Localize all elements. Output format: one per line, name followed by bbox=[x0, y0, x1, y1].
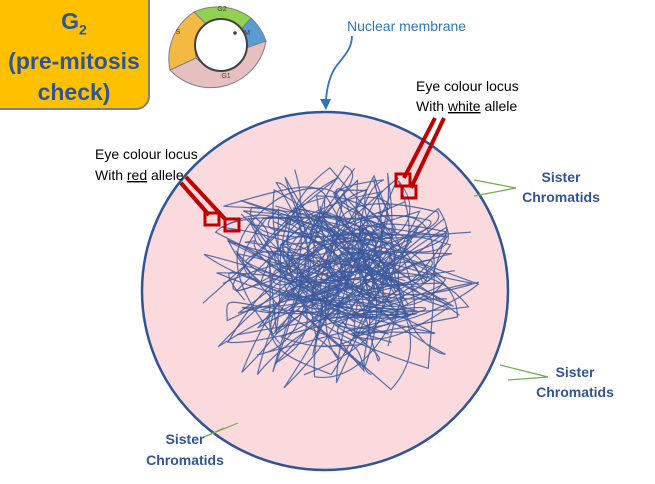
stage-title: G2 bbox=[61, 8, 87, 38]
chromatin-strand bbox=[214, 165, 421, 368]
white-locus-pointer-a bbox=[402, 117, 437, 179]
cycle-label-m: M bbox=[244, 30, 250, 37]
chromatin-strand bbox=[227, 179, 447, 362]
chromatin-strand bbox=[216, 215, 452, 344]
sister-chromatids-top-right: Sister Chromatids bbox=[473, 169, 600, 205]
sister-label-top-right-line1: Sister bbox=[542, 169, 581, 185]
stage-badge: G2 (pre-mitosis check) bbox=[0, 0, 150, 110]
chromatin-strand bbox=[270, 177, 448, 376]
sister-label-right-line1: Sister bbox=[556, 364, 595, 380]
cycle-label-g1: G1 bbox=[221, 73, 230, 80]
white-locus-box-b bbox=[400, 184, 418, 200]
cycle-position-dot bbox=[233, 31, 237, 35]
sister-pointer-right-a bbox=[499, 364, 549, 378]
sister-label-right-line2: Chromatids bbox=[536, 384, 614, 400]
white-locus-label-line1: Eye colour locus bbox=[416, 78, 519, 94]
cell-cycle-wheel: G2 M G1 S bbox=[168, 6, 267, 89]
red-allele-word: red bbox=[127, 167, 147, 183]
stage-subtitle-line1: (pre-mitosis bbox=[8, 47, 140, 74]
sister-label-bottom-left-line2: Chromatids bbox=[146, 452, 224, 468]
nuclear-membrane-arrowhead bbox=[320, 99, 331, 110]
sister-pointer-bottom-left-b bbox=[203, 422, 239, 438]
stage-subtitle-line2: check) bbox=[37, 78, 111, 105]
chromatin-strand bbox=[235, 181, 449, 373]
sister-chromatids-bottom-left: Sister Chromatids bbox=[146, 422, 239, 468]
nuclear-membrane-label: Nuclear membrane bbox=[347, 18, 466, 34]
chromatin-strand bbox=[242, 203, 470, 313]
white-locus-marker bbox=[394, 117, 446, 200]
sister-pointer-top-right-a bbox=[473, 179, 517, 189]
sister-label-bottom-left-line1: Sister bbox=[166, 431, 205, 447]
sister-chromatids-right: Sister Chromatids bbox=[499, 364, 614, 400]
red-locus-box-b bbox=[223, 217, 241, 233]
chromatin-tangle bbox=[202, 165, 480, 391]
nuclear-membrane-arrow bbox=[325, 35, 353, 101]
cycle-inner-ring bbox=[194, 18, 248, 72]
cycle-label-g2: G2 bbox=[217, 6, 226, 13]
sister-label-top-right-line2: Chromatids bbox=[522, 189, 600, 205]
red-locus-label-line1: Eye colour locus bbox=[95, 146, 198, 162]
sister-pointer-right-b bbox=[507, 376, 549, 381]
red-locus-box-a bbox=[203, 211, 221, 227]
red-locus-pointer-a bbox=[179, 181, 211, 217]
white-allele-word: white bbox=[447, 98, 481, 114]
sister-pointer-top-right-b bbox=[473, 187, 517, 197]
red-locus-marker bbox=[179, 175, 241, 233]
cycle-label-s: S bbox=[176, 29, 181, 36]
white-locus-label-line2: With white allele bbox=[416, 98, 517, 114]
red-locus-label-line2: With red allele bbox=[95, 167, 184, 183]
white-locus-pointer-b bbox=[409, 117, 446, 189]
